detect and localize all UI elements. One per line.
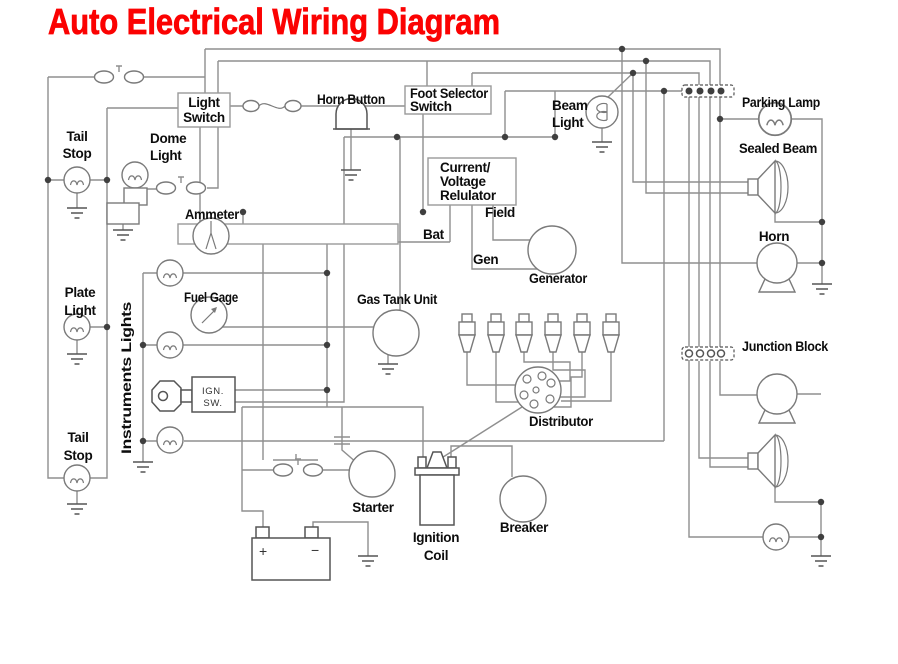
horn-label: Horn <box>759 229 789 244</box>
horn-button-symbol <box>333 97 370 130</box>
fuel-gage-gauge <box>190 296 228 334</box>
foot-selector-label-2: Switch <box>410 99 452 114</box>
tail-stop-bottom-label-1: Tail <box>67 430 88 445</box>
ignition-coil-label-2: Coil <box>424 548 448 563</box>
instruments-lights-label: Instruments Lights <box>119 302 134 454</box>
gas-tank-unit-symbol <box>372 309 420 357</box>
horn-top-symbol <box>756 242 798 293</box>
wires-top-buses <box>205 48 763 538</box>
component-labels: Tail Stop Dome Light Light Switch Horn B… <box>63 86 829 563</box>
battery-symbol: + − <box>251 526 331 581</box>
dome-light-switch-symbol <box>155 176 207 195</box>
tail-stop-lamp-top <box>63 166 91 194</box>
sealed-beam-top-symbol <box>747 160 789 214</box>
junction-block-label: Junction Block <box>742 339 829 354</box>
starter-switch-symbol <box>272 458 324 477</box>
fuse-symbol <box>242 99 302 113</box>
ammeter-label: Ammeter <box>185 207 240 222</box>
gen-label: Gen <box>473 252 498 267</box>
ignition-switch-box <box>191 376 236 413</box>
beam-light-lamp <box>585 95 619 129</box>
gas-tank-unit-label: Gas Tank Unit <box>357 292 438 307</box>
parking-lamp-label: Parking Lamp <box>742 95 820 110</box>
foot-selector-label-1: Foot Selector <box>410 86 489 101</box>
wires-middle-section <box>142 105 664 556</box>
dome-light-label-2: Light <box>150 148 182 163</box>
tail-stop-lamp-bottom <box>63 464 91 492</box>
ammeter-gauge <box>192 217 230 255</box>
generator-symbol <box>527 225 577 275</box>
regulator-label-3: Relulator <box>440 188 497 203</box>
beam-light-label-2: Light <box>552 115 584 130</box>
dome-light-bulb <box>106 161 149 225</box>
tail-stop-top-label-2: Stop <box>63 146 92 161</box>
ignition-coil-label-1: Ignition <box>413 530 459 545</box>
sealed-beam-bottom-symbol <box>747 434 789 488</box>
instruments-light-3 <box>156 426 184 454</box>
junction-block-top <box>681 84 735 98</box>
regulator-label-1: Current/ <box>440 160 491 175</box>
distributor-symbol <box>514 366 562 414</box>
horn-button-label: Horn Button <box>317 92 385 107</box>
beam-light-label-1: Beam <box>552 98 588 113</box>
bat-label: Bat <box>423 227 445 242</box>
headlamp-switch-symbol <box>93 65 145 84</box>
ign-sw-label-1: IGN. <box>202 386 224 397</box>
light-switch-label-2: Switch <box>183 110 225 125</box>
wires-right-section <box>698 118 823 556</box>
light-switch-box <box>177 92 231 128</box>
tail-stop-bottom-label-2: Stop <box>64 448 93 463</box>
junction-dots <box>44 45 826 541</box>
breaker-label: Breaker <box>500 520 549 535</box>
foot-selector-switch-box <box>404 85 492 115</box>
generator-label: Generator <box>529 271 588 286</box>
plate-light-label-2: Light <box>64 303 96 318</box>
distributor-label: Distributor <box>529 414 594 429</box>
breaker-symbol <box>499 475 547 523</box>
plate-light-label-1: Plate <box>65 285 97 300</box>
instruments-light-1 <box>156 259 184 287</box>
horn-bottom-symbol <box>756 373 798 424</box>
tail-stop-top-label-1: Tail <box>66 129 87 144</box>
starter-label: Starter <box>352 500 394 515</box>
regulator-label-2: Voltage <box>440 174 486 189</box>
ignition-key-icon <box>151 380 193 412</box>
wires-spark-plug-leads <box>466 352 612 408</box>
voltage-regulator-box <box>427 157 517 206</box>
junction-block-bottom <box>681 346 735 361</box>
starter-symbol <box>348 450 396 498</box>
dome-light-label-1: Dome <box>150 131 187 146</box>
page-title: Auto Electrical Wiring Diagram <box>48 1 500 42</box>
wires-left-section <box>47 49 219 504</box>
ammeter-bus-bar <box>177 223 399 245</box>
field-label: Field <box>485 205 515 220</box>
rear-lamp-symbol <box>762 523 790 551</box>
ignition-coil-symbol <box>414 451 460 526</box>
ign-sw-label-2: SW. <box>203 398 222 409</box>
sealed-beam-label: Sealed Beam <box>739 141 817 156</box>
battery-plus-terminal: + <box>259 543 267 559</box>
spark-plugs <box>458 313 620 353</box>
battery-minus-terminal: − <box>311 542 319 558</box>
fuel-gage-label: Fuel Gage <box>184 290 239 305</box>
instruments-light-2 <box>156 331 184 359</box>
light-switch-label-1: Light <box>188 95 220 110</box>
